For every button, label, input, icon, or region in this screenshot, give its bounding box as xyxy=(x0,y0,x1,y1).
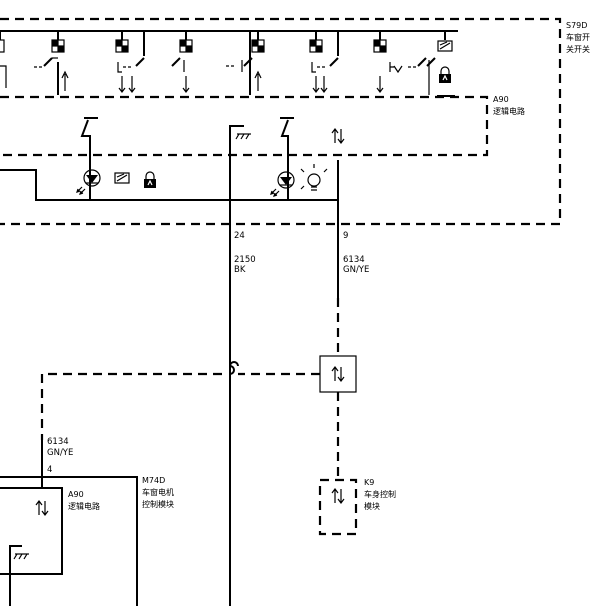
ground-wire-color: BK xyxy=(234,265,246,275)
indicator-led-icon xyxy=(76,169,101,195)
k9-desc-line1: 车身控制 xyxy=(364,489,396,499)
lock-icon xyxy=(143,171,157,189)
window-motor-module: M74D 车窗电机 控制模块 A90 逻辑电路 xyxy=(0,476,174,606)
bidirectional-arrow-icon xyxy=(35,500,49,516)
window-switch-icon xyxy=(251,39,265,53)
window-switch-icon xyxy=(179,39,193,53)
ground-icon xyxy=(13,553,30,560)
s79d-code: S79D xyxy=(566,21,587,30)
logic-area-boundary xyxy=(0,95,489,157)
k9-desc-line2: 模块 xyxy=(364,501,380,511)
window-switch-array xyxy=(0,31,455,97)
ground-icon xyxy=(235,133,252,140)
a90-top-code: A90 xyxy=(493,95,509,104)
k9-code: K9 xyxy=(364,478,374,487)
body-control-module: K9 车身控制 模块 xyxy=(318,478,396,536)
indicator-led-icon xyxy=(270,171,295,197)
s79d-desc-line1: 车窗开 xyxy=(566,32,590,42)
bidirectional-arrow-icon xyxy=(331,488,345,504)
left-wire-color: GN/YE xyxy=(47,448,73,458)
left-serial-wire: 6134 GN/YE 4 xyxy=(41,437,73,488)
window-switch-icon xyxy=(115,39,129,53)
switch-labels: S79D 车窗开 关开关 A90 逻辑电路 xyxy=(493,21,590,116)
switch-housing xyxy=(0,17,562,226)
left-wire-pin: 4 xyxy=(47,465,52,475)
ground-wire-circuit: 2150 xyxy=(234,255,256,265)
bidirectional-arrow-icon xyxy=(331,128,345,144)
ground-wire-pin: 24 xyxy=(234,231,245,241)
internal-logic-circuit xyxy=(0,117,345,201)
a90-bottom-code: A90 xyxy=(68,490,84,499)
m74d-desc-line1: 车窗电机 xyxy=(142,487,174,497)
window-switch-icon xyxy=(51,39,65,53)
serial-wire-color: GN/YE xyxy=(343,265,369,275)
m74d-desc-line2: 控制模块 xyxy=(142,499,174,509)
lamp-icon xyxy=(300,164,328,191)
serial-data-wire: 9 6134 GN/YE xyxy=(336,200,369,356)
s79d-desc-line2: 关开关 xyxy=(566,44,590,54)
window-switch-icon xyxy=(373,39,387,53)
serial-wire-circuit: 6134 xyxy=(343,255,365,265)
ground-wire: 24 2150 BK xyxy=(229,200,256,606)
m74d-code: M74D xyxy=(142,476,165,485)
data-link-splice xyxy=(40,355,357,480)
window-glass-icon xyxy=(114,172,130,184)
serial-wire-pin: 9 xyxy=(343,231,348,241)
a90-bottom-desc: 逻辑电路 xyxy=(68,501,100,511)
window-switch-icon xyxy=(309,39,323,53)
window-glass-icon xyxy=(437,40,453,52)
left-wire-circuit: 6134 xyxy=(47,437,69,447)
a90-top-desc: 逻辑电路 xyxy=(493,106,525,116)
lock-icon xyxy=(438,66,452,84)
